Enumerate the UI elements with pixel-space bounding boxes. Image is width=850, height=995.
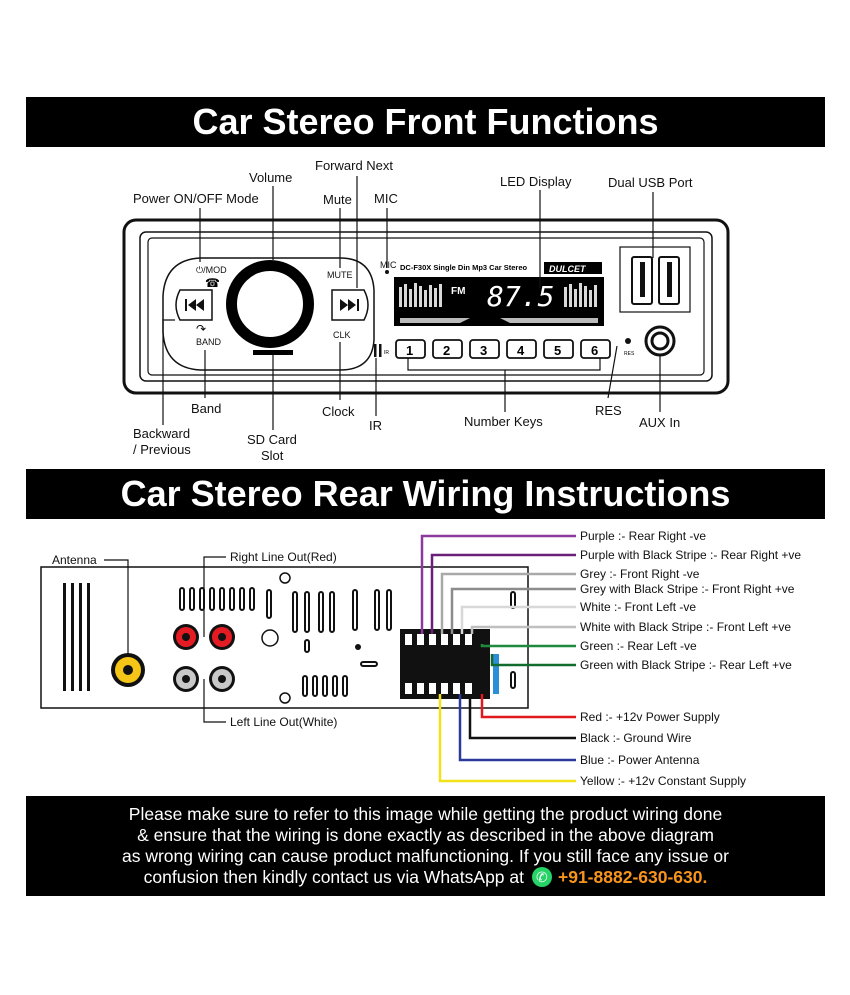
- number-key-1[interactable]: [395, 339, 426, 359]
- label-previous: / Previous: [133, 442, 191, 457]
- front-functions-title: Car Stereo Front Functions: [26, 97, 825, 147]
- wire-line: [430, 553, 576, 634]
- notice-line-4: confusion then kindly contact us via Wha…: [143, 867, 524, 887]
- reset-button[interactable]: [625, 338, 631, 344]
- usb-port-1[interactable]: [631, 256, 653, 305]
- label-mute: Mute: [323, 192, 352, 207]
- next-icon: [340, 299, 356, 311]
- wire-line: [460, 605, 576, 634]
- wire-line: [458, 694, 576, 762]
- mic-panel-label: MIC: [380, 260, 397, 270]
- wire-line: [480, 644, 576, 648]
- label-ir: IR: [369, 418, 382, 433]
- label-res: RES: [595, 403, 622, 418]
- res-panel-label: RES: [624, 351, 635, 357]
- wire-line: [440, 572, 576, 634]
- label-led-display: LED Display: [500, 174, 572, 189]
- wire-line: [480, 694, 576, 719]
- number-key-label: 4: [517, 343, 525, 358]
- label-antenna: Antenna: [52, 553, 97, 567]
- phone-answer-icon: ☎: [205, 276, 220, 290]
- eq-bars-left: [399, 283, 442, 307]
- ir-panel-label: IR: [384, 350, 389, 356]
- wire-label: Red :- +12v Power Supply: [580, 710, 720, 724]
- whatsapp-number[interactable]: +91-8882-630-630.: [558, 867, 708, 887]
- mod-button-label: ⏻/MOD: [196, 265, 227, 275]
- notice-line-2: & ensure that the wiring is done exactly…: [137, 825, 714, 845]
- number-key-label: 1: [406, 343, 413, 358]
- label-number-keys: Number Keys: [464, 414, 543, 429]
- wire-label: White :- Front Left -ve: [580, 600, 696, 614]
- label-left-line-out: Left Line Out(White): [230, 715, 337, 729]
- label-usb: Dual USB Port: [608, 175, 693, 190]
- wire-line: [450, 587, 576, 634]
- wire-label: Grey with Black Stripe :- Front Right +v…: [580, 582, 795, 596]
- wire-line: [468, 694, 576, 740]
- number-key-5[interactable]: [543, 339, 574, 359]
- number-keys: 1 2 3 4 5 6: [395, 339, 611, 359]
- mute-button-label: MUTE: [327, 270, 353, 280]
- aux-in-jack[interactable]: [644, 325, 676, 357]
- rear-callout-lines: [104, 556, 226, 723]
- notice-line-1: Please make sure to refer to this image …: [128, 804, 723, 824]
- clk-button-label: CLK: [333, 330, 351, 340]
- sd-card-slot[interactable]: [253, 350, 293, 355]
- number-key-4[interactable]: [506, 339, 537, 359]
- wire-label: White with Black Stripe :- Front Left +v…: [580, 620, 791, 634]
- ir-sensor: [374, 344, 377, 357]
- label-aux: AUX In: [639, 415, 680, 430]
- wire-label: Black :- Ground Wire: [580, 731, 692, 745]
- number-key-3[interactable]: [469, 339, 500, 359]
- label-band: Band: [191, 401, 221, 416]
- label-forward: Forward Next: [315, 158, 393, 173]
- model-text: DC-F30X Single Din Mp3 Car Stereo: [400, 263, 528, 272]
- number-key-2[interactable]: [432, 339, 463, 359]
- mic-hole: [385, 270, 389, 274]
- wire-label: Grey :- Front Right -ve: [580, 567, 700, 581]
- front-panel: ⏻/MOD BAND MUTE CLK ☎ ↷ MIC DC-F30X Sing…: [122, 218, 730, 395]
- usb-port-2[interactable]: [658, 256, 680, 305]
- display-frequency: 87.5: [487, 280, 554, 313]
- wiring-notice: Please make sure to refer to this image …: [26, 796, 825, 896]
- label-power: Power ON/OFF Mode: [133, 191, 259, 206]
- label-volume: Volume: [249, 170, 292, 185]
- label-mic: MIC: [374, 191, 398, 206]
- front-callout-lines: [162, 176, 661, 430]
- usb-port-area: [619, 246, 691, 313]
- number-key-6[interactable]: [580, 339, 611, 359]
- label-clock: Clock: [322, 404, 355, 419]
- band-button-label: BAND: [196, 337, 222, 347]
- label-right-line-out: Right Line Out(Red): [230, 550, 337, 564]
- whatsapp-icon: [532, 867, 552, 887]
- display-band: FM: [451, 286, 465, 297]
- eq-bars-right: [564, 283, 597, 307]
- wire-line: [420, 534, 576, 634]
- number-key-label: 3: [480, 343, 487, 358]
- notice-line-3: as wrong wiring can cause product malfun…: [122, 846, 729, 866]
- wire-label: Purple with Black Stripe :- Rear Right +…: [580, 548, 801, 562]
- number-key-label: 5: [554, 343, 561, 358]
- wire-label: Green with Black Stripe :- Rear Left +ve: [580, 658, 792, 672]
- wire-label: Blue :- Power Antenna: [580, 753, 700, 767]
- number-key-label: 2: [443, 343, 450, 358]
- brand-logo: DULCET: [549, 264, 587, 274]
- wire-line: [470, 625, 576, 634]
- wire-line: [438, 694, 576, 783]
- previous-icon: [188, 299, 204, 311]
- wire-line: [490, 654, 576, 667]
- label-slot: Slot: [261, 448, 284, 463]
- wire-label: Green :- Rear Left -ve: [580, 639, 697, 653]
- wire-label: Purple :- Rear Right -ve: [580, 529, 706, 543]
- label-sd-card: SD Card: [247, 432, 297, 447]
- label-backward: Backward: [133, 426, 190, 441]
- rear-wiring-title: Car Stereo Rear Wiring Instructions: [26, 469, 825, 519]
- rear-panel: [40, 566, 529, 709]
- number-key-label: 6: [591, 343, 598, 358]
- wire-label: Yellow :- +12v Constant Supply: [580, 774, 746, 788]
- phone-hangup-icon: ↷: [196, 322, 206, 336]
